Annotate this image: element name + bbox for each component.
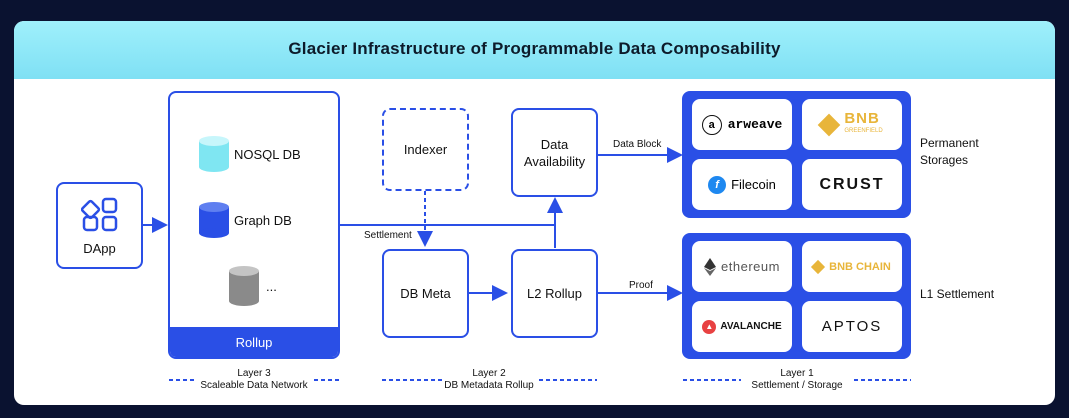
storage-panel: a arweave BNB GREENFIELD f Filecoin CRUS…: [682, 91, 911, 218]
data-availability-node: Data Availability: [511, 108, 598, 197]
arweave-icon: a: [701, 114, 722, 135]
layer-3-label: Layer 3 Scaleable Data Network: [184, 368, 324, 392]
bnb-icon: [818, 113, 841, 136]
crust-tile: CRUST: [802, 159, 902, 210]
l2-rollup-node: L2 Rollup: [511, 249, 598, 338]
greenfield-label: GREENFIELD: [844, 127, 883, 134]
bnb-label: BNB: [844, 109, 880, 127]
nosql-db-label: NOSQL DB: [234, 146, 301, 162]
layer-3-title: Layer 3: [237, 368, 271, 379]
graph-db-label: Graph DB: [234, 212, 292, 228]
filecoin-label: Filecoin: [731, 177, 776, 192]
layer-3-subtitle: Scaleable Data Network: [200, 380, 308, 391]
filecoin-tile: f Filecoin: [692, 159, 792, 210]
db-meta-node: DB Meta: [382, 249, 469, 338]
dapp-node: DApp: [56, 182, 143, 269]
bnb-chain-icon: [811, 259, 826, 274]
aptos-tile: APTOS: [802, 301, 902, 352]
arweave-tile: a arweave: [692, 99, 792, 150]
bnb-greenfield-tile: BNB GREENFIELD: [802, 99, 902, 150]
db-meta-label: DB Meta: [400, 286, 451, 301]
layer-1-subtitle: Settlement / Storage: [751, 380, 843, 391]
layer-2-subtitle: DB Metadata Rollup: [444, 380, 534, 391]
database-icon: [229, 266, 259, 306]
permanent-storages-label: Permanent Storages: [920, 136, 979, 167]
settlement-edge-label: Settlement: [364, 230, 412, 241]
filecoin-icon: f: [708, 175, 727, 194]
layer-1-label: Layer 1 Settlement / Storage: [732, 368, 862, 392]
data-block-edge-label: Data Block: [613, 139, 662, 150]
layer-2-title: Layer 2: [472, 368, 506, 379]
l1-settlement-label: L1 Settlement: [920, 287, 995, 301]
database-icon: [199, 136, 229, 172]
rollup-footer: Rollup: [170, 327, 338, 357]
header-bar: Glacier Infrastructure of Programmable D…: [14, 21, 1055, 79]
diagram-title: Glacier Infrastructure of Programmable D…: [288, 39, 781, 58]
layer-2-label: Layer 2 DB Metadata Rollup: [429, 368, 549, 392]
database-icon: [199, 202, 229, 238]
indexer-node: Indexer: [382, 108, 469, 191]
indexer-label: Indexer: [403, 142, 448, 157]
data-availability-label: Data Availability: [523, 136, 586, 169]
nosql-row: NOSQL DB: [198, 135, 301, 173]
avalanche-tile: ▲ AVALANCHE: [692, 301, 792, 352]
other-row: ...: [228, 265, 277, 307]
diagram-card: Glacier Infrastructure of Programmable D…: [14, 21, 1055, 405]
l2-rollup-label: L2 Rollup: [527, 286, 582, 301]
ethereum-icon: [704, 257, 717, 276]
bnb-chain-tile: BNB CHAIN: [802, 241, 902, 292]
avalanche-icon: ▲: [702, 319, 717, 334]
layer-1-title: Layer 1: [780, 368, 814, 379]
ethereum-tile: ethereum: [692, 241, 792, 292]
more-db-label: ...: [266, 278, 277, 294]
ethereum-label: ethereum: [721, 259, 780, 274]
connectors: [143, 147, 911, 381]
graph-row: Graph DB: [198, 201, 292, 239]
dapp-label: DApp: [83, 241, 116, 256]
aptos-icon: APTOS: [821, 318, 883, 335]
apps-icon: [80, 197, 117, 232]
crust-icon: CRUST: [819, 175, 885, 193]
bnb-chain-label: BNB CHAIN: [829, 260, 891, 273]
arweave-label: arweave: [727, 117, 783, 132]
rollup-panel: NOSQL DB Graph DB ... Rollup: [168, 91, 340, 359]
avalanche-label: AVALANCHE: [720, 321, 782, 332]
proof-edge-label: Proof: [629, 280, 653, 291]
settlement-panel: ethereum BNB CHAIN ▲ AVALANCHE APTOS: [682, 233, 911, 359]
